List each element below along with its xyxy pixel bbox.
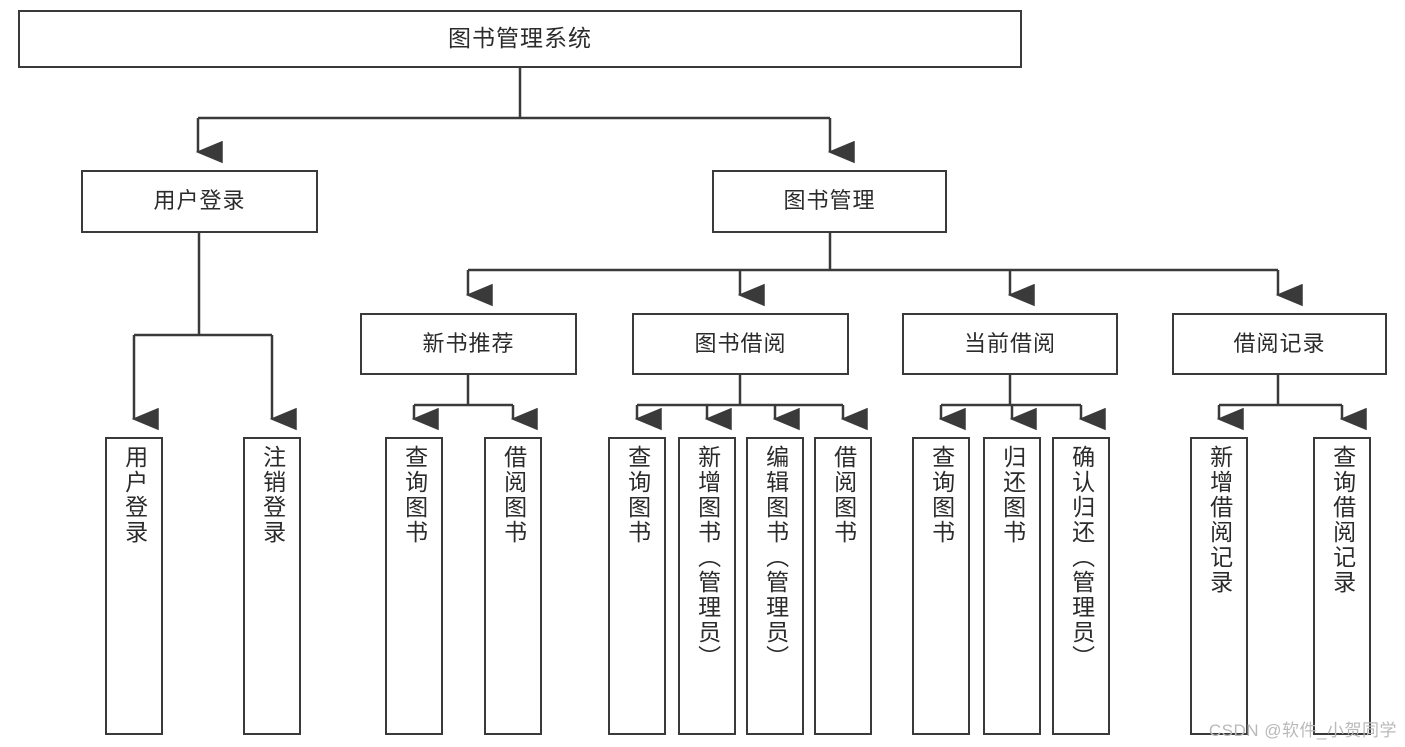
node-borrow-record-label: 借阅记录	[1233, 330, 1326, 356]
node-new-book-recommend[interactable]: 新书推荐	[360, 313, 577, 375]
leaf-query-book-recommend[interactable]: 查询图书	[385, 437, 443, 735]
leaf-confirm-return-admin-label: 确认归还（管理员）	[1068, 445, 1095, 670]
leaf-logout[interactable]: 注销登录	[243, 437, 301, 735]
leaf-borrow-book-label: 借阅图书	[830, 445, 857, 545]
leaf-borrow-book[interactable]: 借阅图书	[814, 437, 872, 735]
leaf-add-borrow-record-label: 新增借阅记录	[1206, 445, 1233, 595]
node-book-borrow-label: 图书借阅	[694, 330, 787, 356]
leaf-edit-book-admin-label: 编辑图书（管理员）	[762, 445, 789, 670]
leaf-confirm-return-admin[interactable]: 确认归还（管理员）	[1052, 437, 1110, 735]
node-borrow-record[interactable]: 借阅记录	[1172, 313, 1387, 375]
leaf-return-book[interactable]: 归还图书	[983, 437, 1041, 735]
leaf-user-login-label: 用户登录	[121, 445, 148, 545]
node-user-login[interactable]: 用户登录	[81, 170, 318, 233]
node-current-borrow-label: 当前借阅	[963, 330, 1056, 356]
leaf-borrow-book-recommend[interactable]: 借阅图书	[484, 437, 542, 735]
node-root-label: 图书管理系统	[448, 25, 592, 52]
leaf-user-login[interactable]: 用户登录	[105, 437, 163, 735]
leaf-edit-book-admin[interactable]: 编辑图书（管理员）	[746, 437, 804, 735]
leaf-query-book-current-label: 查询图书	[928, 445, 955, 545]
node-root[interactable]: 图书管理系统	[18, 10, 1022, 68]
node-book-management-label: 图书管理	[783, 188, 876, 214]
node-book-management[interactable]: 图书管理	[712, 170, 947, 233]
node-book-borrow[interactable]: 图书借阅	[632, 313, 849, 375]
leaf-query-book-borrow[interactable]: 查询图书	[608, 437, 666, 735]
leaf-query-book-current[interactable]: 查询图书	[912, 437, 970, 735]
leaf-query-borrow-record-label: 查询借阅记录	[1329, 445, 1356, 595]
leaf-query-borrow-record[interactable]: 查询借阅记录	[1313, 437, 1371, 735]
node-current-borrow[interactable]: 当前借阅	[902, 313, 1118, 375]
leaf-return-book-label: 归还图书	[999, 445, 1026, 545]
node-new-book-recommend-label: 新书推荐	[422, 330, 515, 356]
node-user-login-label: 用户登录	[153, 188, 246, 214]
leaf-borrow-book-recommend-label: 借阅图书	[500, 445, 527, 545]
leaf-add-book-admin-label: 新增图书（管理员）	[694, 445, 721, 670]
leaf-add-borrow-record[interactable]: 新增借阅记录	[1190, 437, 1248, 735]
leaf-add-book-admin[interactable]: 新增图书（管理员）	[678, 437, 736, 735]
leaf-query-book-recommend-label: 查询图书	[401, 445, 428, 545]
leaf-query-book-borrow-label: 查询图书	[624, 445, 651, 545]
leaf-logout-label: 注销登录	[259, 445, 286, 545]
